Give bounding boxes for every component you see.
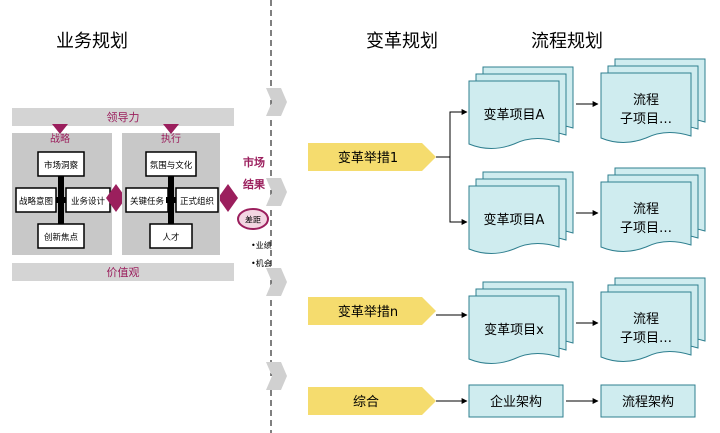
result-label: 结果	[242, 177, 265, 191]
enterprise-architecture-label: 企业架构	[490, 394, 542, 410]
values-bar	[12, 263, 234, 281]
business-design-box	[65, 187, 111, 213]
market-insight-label: 市场洞察	[44, 160, 79, 171]
innovation-focus-label: 创新焦点	[44, 232, 79, 243]
project-label: 变革项目A	[484, 212, 545, 228]
output-diamond-icon	[218, 184, 238, 212]
subprocess-label-line1: 流程	[633, 202, 659, 217]
chevron-icon	[266, 362, 287, 390]
document-icon	[600, 72, 692, 143]
business-design-label: 业务设计	[71, 196, 106, 207]
gap-item-performance: •业绩	[251, 240, 272, 250]
gap-oval	[237, 208, 269, 230]
gap-item-opportunity: •机会	[251, 258, 272, 268]
link-diamond-icon	[106, 184, 126, 212]
document-icon	[468, 185, 560, 254]
heading-process-planning: 流程规划	[531, 31, 603, 52]
strategy-marker-icon	[52, 124, 68, 134]
blm-model: 领导力 价值观 战略 市场洞察 战略意图 业务设计 创新焦点 执行 氛围与文化 …	[12, 108, 272, 281]
process-subproject-stack: 流程 子项目…	[600, 167, 706, 252]
document-icon	[600, 291, 692, 362]
execution-tag: 执行	[161, 132, 181, 145]
culture-label: 氛围与文化	[150, 160, 193, 171]
leadership-label: 领导力	[107, 111, 140, 124]
heading-business-planning: 业务规划	[56, 31, 128, 52]
initiative-arrow	[308, 143, 436, 171]
key-tasks-label: 关键任务	[130, 196, 165, 207]
branch-connector	[449, 157, 468, 225]
process-architecture-box	[600, 384, 696, 418]
project-label: 变革项目A	[484, 107, 545, 123]
subprocess-label-line2: 子项目…	[620, 221, 672, 236]
change-project-stack: 变革项目x	[468, 281, 574, 364]
initiative-arrow	[308, 387, 436, 415]
project-label: 变革项目x	[484, 322, 544, 338]
innovation-focus-box	[37, 223, 85, 249]
enterprise-architecture-box	[468, 384, 564, 418]
talent-box	[149, 223, 193, 249]
chevron-icon	[266, 178, 287, 206]
process-subproject-stack: 流程 子项目…	[600, 58, 706, 143]
flow-chevrons	[266, 88, 287, 390]
values-label: 价值观	[107, 266, 140, 279]
process-architecture-label: 流程架构	[622, 395, 674, 410]
subprocess-label-line1: 流程	[633, 93, 659, 108]
document-icon	[600, 181, 692, 252]
branch-connector	[436, 109, 468, 158]
process-subproject-stack: 流程 子项目…	[600, 277, 706, 362]
subprocess-label-line1: 流程	[633, 312, 659, 327]
talent-label: 人才	[162, 232, 179, 243]
initiative-label: 变革举措1	[338, 150, 398, 166]
market-label: 市场	[243, 155, 265, 169]
strategy-tag: 战略	[50, 132, 70, 145]
initiative-1: 变革举措1	[308, 143, 436, 171]
chevron-icon	[266, 88, 287, 116]
change-project-stack: 变革项目A	[468, 66, 574, 149]
strategy-connector-h	[56, 197, 66, 203]
execution-marker-icon	[163, 124, 179, 134]
subprocess-label-line2: 子项目…	[620, 112, 672, 127]
initiative-arrow	[308, 297, 436, 325]
initiative-label: 综合	[353, 395, 379, 410]
document-icon	[468, 80, 560, 149]
gap-label: 差距	[245, 215, 261, 225]
strategic-intent-label: 战略意图	[19, 196, 53, 207]
initiative-label: 变革举措n	[338, 304, 398, 320]
formal-org-label: 正式组织	[180, 196, 214, 207]
initiative-n: 变革举措n	[308, 297, 436, 325]
chevron-icon	[266, 268, 287, 296]
initiative-integrated: 综合	[308, 387, 436, 415]
document-icon	[468, 295, 560, 364]
change-project-stack: 变革项目A	[468, 171, 574, 254]
heading-change-planning: 变革规划	[366, 31, 438, 52]
execution-connector-h	[166, 197, 176, 203]
subprocess-label-line2: 子项目…	[620, 331, 672, 346]
leadership-bar	[12, 108, 234, 126]
